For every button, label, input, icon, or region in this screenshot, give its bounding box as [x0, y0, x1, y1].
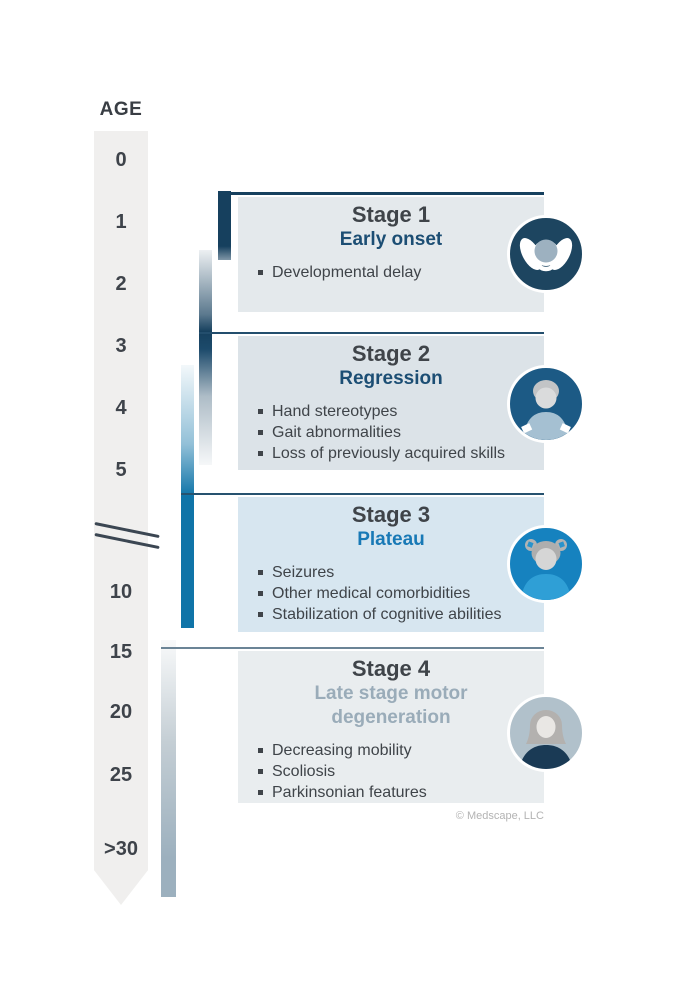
stage-4-card: Stage 4 Late stage motor degeneration De…	[238, 651, 544, 803]
stage-2-range-bar	[199, 250, 212, 465]
stage-title: Stage 3	[351, 502, 431, 527]
age-axis-title: AGE	[99, 99, 143, 120]
age-tick-4: 4	[115, 397, 127, 419]
stage-bullet: Parkinsonian features	[258, 782, 544, 803]
stage-bullet: Seizures	[258, 562, 544, 583]
pacifier-icon	[507, 215, 585, 293]
stage-1-top-rule	[218, 192, 544, 195]
stage-3-card: Stage 3 Plateau Seizures Other medical c…	[238, 497, 544, 632]
age-tick-10: 10	[109, 581, 133, 603]
age-tick-5: 5	[115, 459, 127, 481]
toddler-icon	[507, 365, 585, 443]
age-tick-15: 15	[109, 641, 133, 663]
stage-4-top-rule	[161, 647, 544, 649]
age-tick-20: 20	[109, 701, 133, 723]
stage-title: Stage 2	[351, 341, 431, 366]
stage-subtitle: Plateau	[357, 529, 425, 550]
stage-3-top-rule	[181, 493, 544, 495]
stage-1-range-bar	[218, 191, 231, 260]
stage-bullet: Decreasing mobility	[258, 740, 544, 761]
age-tick-0: 0	[115, 149, 127, 171]
woman-icon	[507, 694, 585, 772]
stage-bullet: Gait abnormalities	[258, 422, 544, 443]
stage-bullet-list: Seizures Other medical comorbidities Sta…	[238, 562, 544, 625]
age-tick-2: 2	[115, 273, 127, 295]
stage-title: Stage 4	[351, 656, 431, 681]
stage-2-card: Stage 2 Regression Hand stereotypes Gait…	[238, 336, 544, 470]
stage-3-range-bar	[181, 365, 194, 628]
stage-subtitle: Early onset	[339, 229, 443, 250]
stage-bullet: Scoliosis	[258, 761, 544, 782]
age-ruler	[94, 131, 148, 905]
girl-pigtails-icon	[507, 525, 585, 603]
stage-bullet-list: Developmental delay	[238, 262, 544, 283]
age-tick-30plus: >30	[104, 838, 138, 860]
stage-bullet: Loss of previously acquired skills	[258, 443, 544, 464]
stage-4-range-bar	[161, 640, 176, 897]
stage-bullet-list: Hand stereotypes Gait abnormalities Loss…	[238, 401, 544, 464]
stage-bullet-list: Decreasing mobility Scoliosis Parkinsoni…	[238, 740, 544, 803]
stage-2-top-rule	[199, 332, 544, 334]
stage-bullet: Stabilization of cognitive abilities	[258, 604, 544, 625]
stage-subtitle: Regression	[339, 368, 443, 389]
copyright-credit: © Medscape, LLC	[455, 810, 544, 822]
stage-bullet: Hand stereotypes	[258, 401, 544, 422]
stage-bullet: Other medical comorbidities	[258, 583, 544, 604]
stage-bullet: Developmental delay	[258, 262, 544, 283]
age-tick-1: 1	[115, 211, 127, 233]
age-tick-3: 3	[115, 335, 127, 357]
stage-title: Stage 1	[351, 202, 431, 227]
stage-1-card: Stage 1 Early onset Developmental delay	[238, 197, 544, 312]
age-tick-25: 25	[109, 764, 133, 786]
stage-subtitle: Late stage motor degeneration	[314, 683, 468, 728]
